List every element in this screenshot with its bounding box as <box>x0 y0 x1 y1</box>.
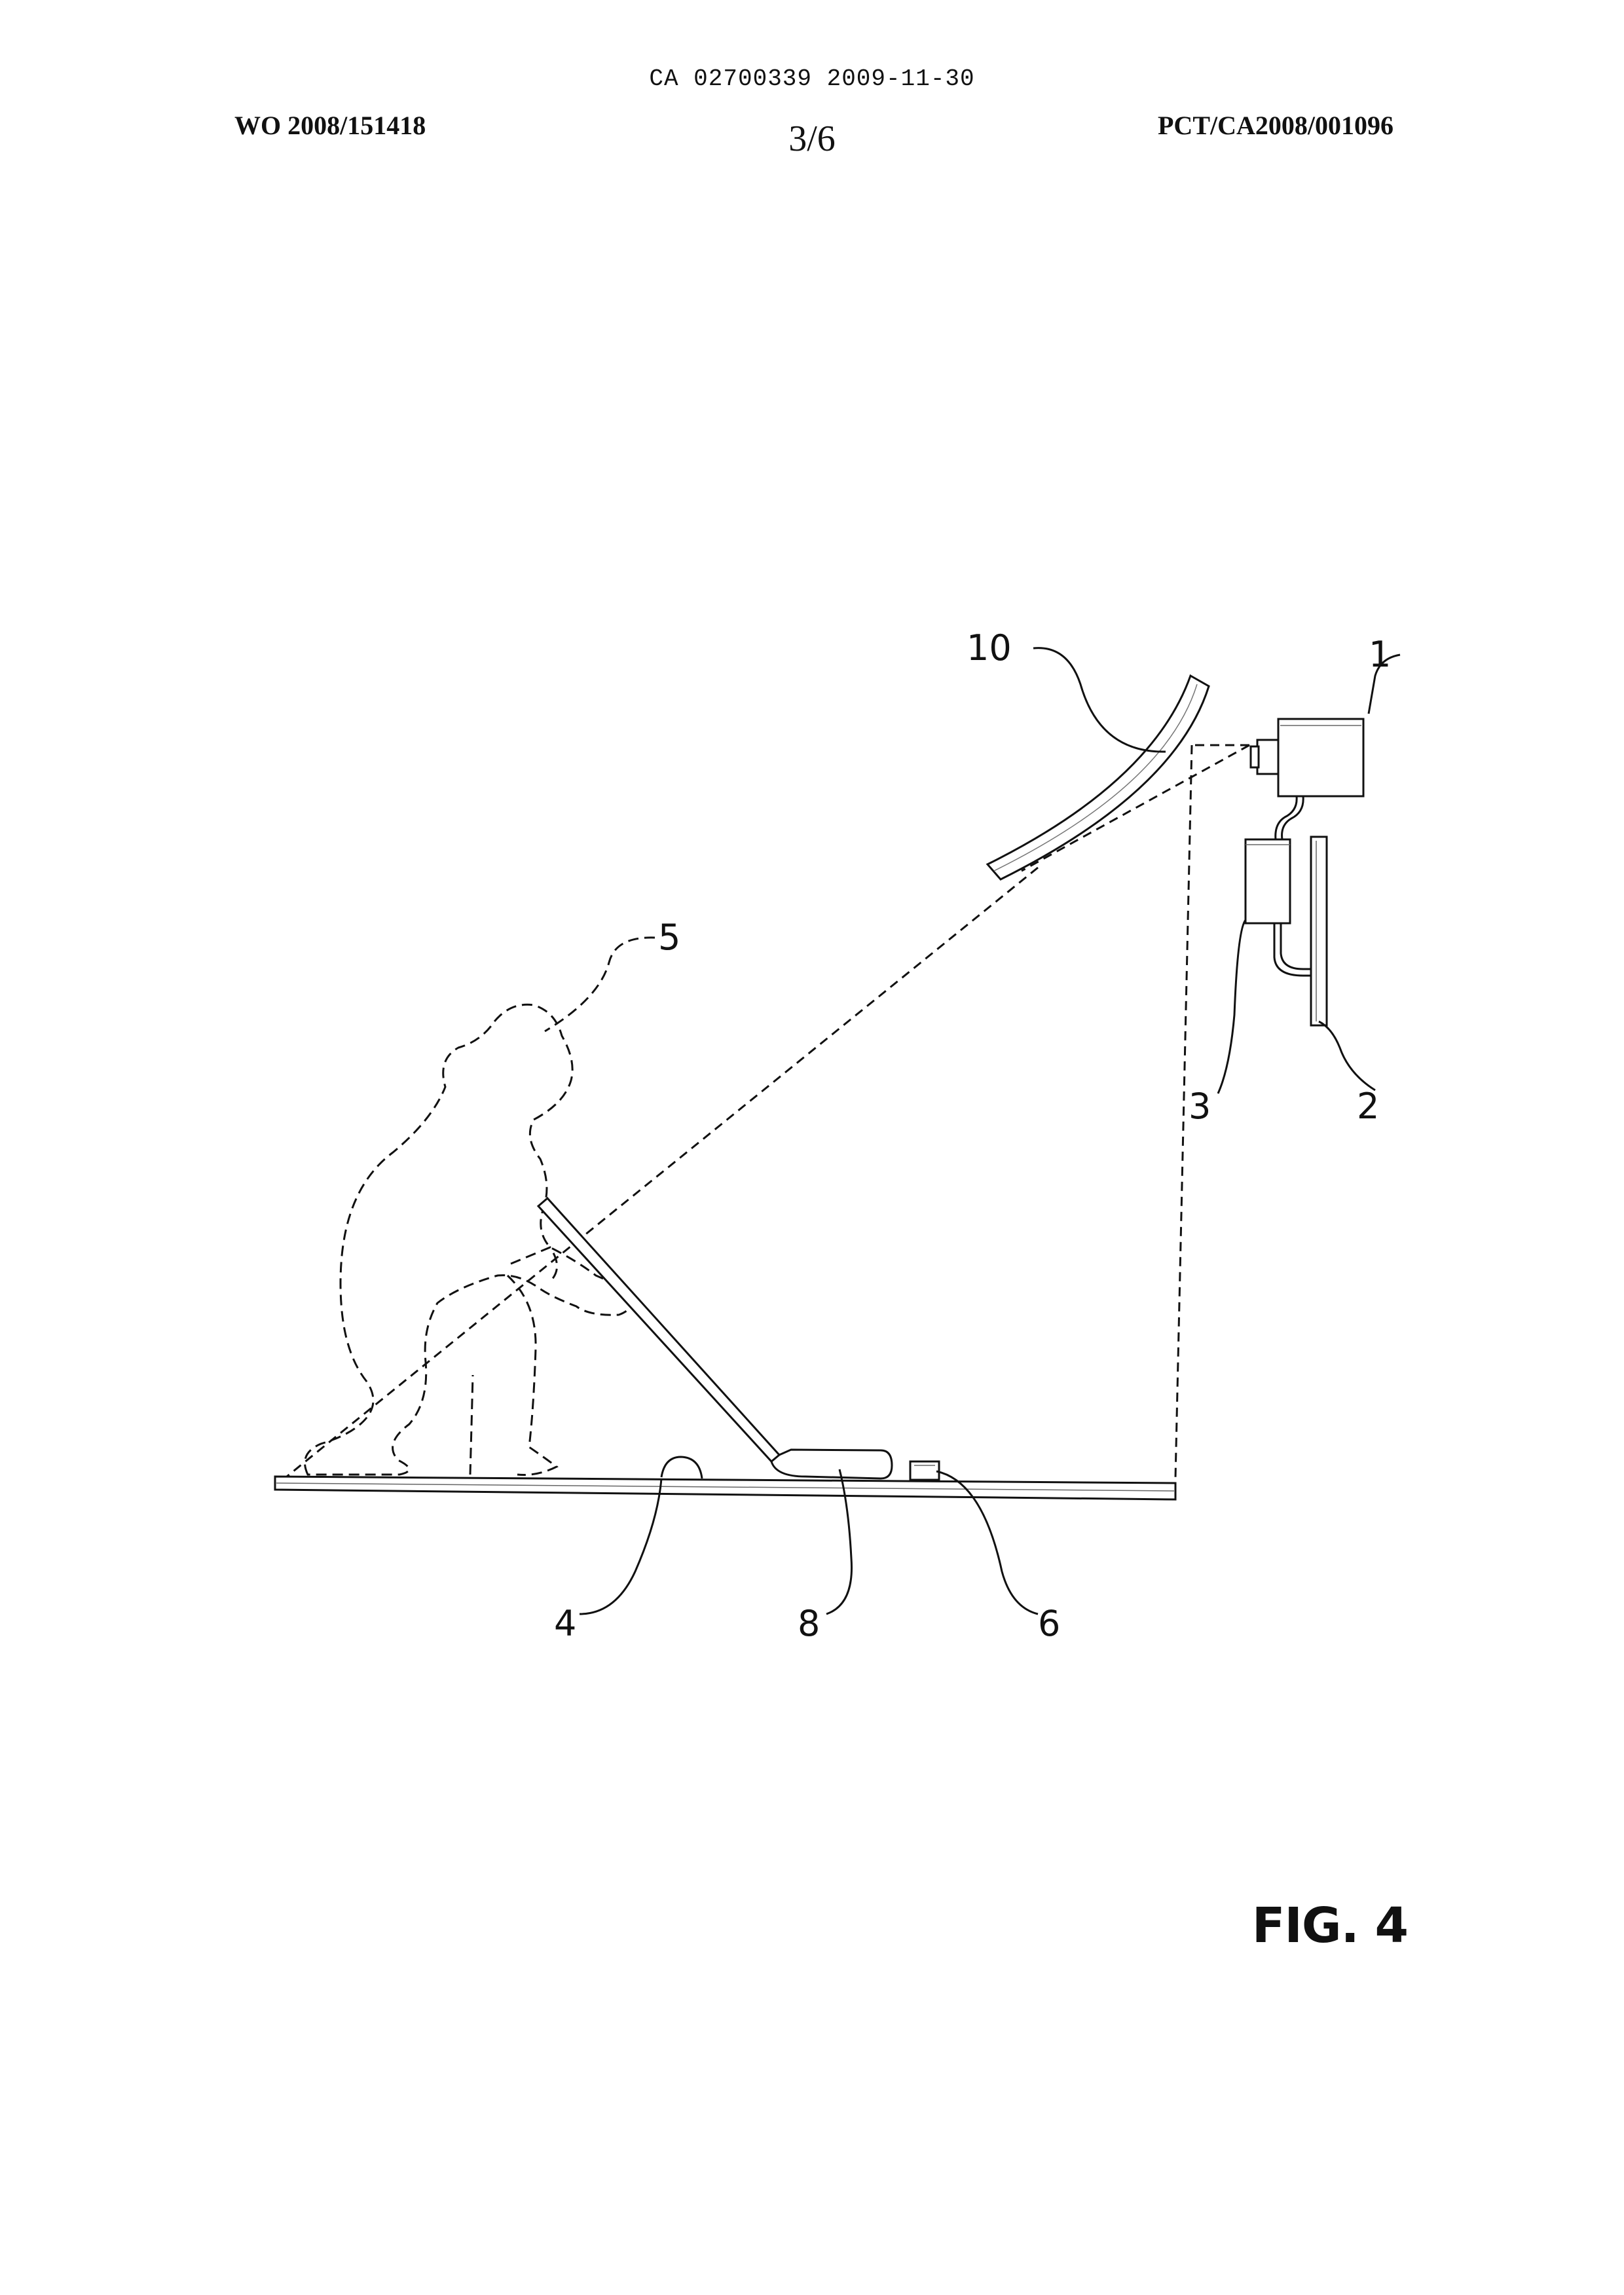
curved-mirror <box>987 676 1209 879</box>
ref-numeral-4: 4 <box>554 1603 576 1644</box>
figure-label: FIG. 4 <box>1252 1898 1408 1954</box>
hockey-stick <box>538 1198 892 1478</box>
leader-4 <box>580 1478 661 1614</box>
sensor-6 <box>910 1461 939 1480</box>
controller-box <box>1246 839 1290 923</box>
puck-4 <box>661 1457 702 1478</box>
leader-5 <box>545 938 655 1031</box>
cable-controller-monitor <box>1274 923 1311 976</box>
ref-numeral-2: 2 <box>1357 1086 1379 1127</box>
projector <box>1251 719 1363 796</box>
leader-3 <box>1218 920 1246 1093</box>
projection-lines <box>287 745 1249 1478</box>
ref-numeral-3: 3 <box>1189 1086 1211 1127</box>
ref-numeral-8: 8 <box>798 1603 820 1644</box>
ref-numeral-10: 10 <box>967 627 1012 669</box>
ref-numeral-6: 6 <box>1038 1603 1060 1644</box>
monitor-panel <box>1311 837 1327 1025</box>
leader-10 <box>1033 648 1166 752</box>
ref-numeral-5: 5 <box>658 917 680 958</box>
leader-2 <box>1319 1021 1375 1090</box>
floor-mat <box>275 1477 1175 1499</box>
cable-projector-controller <box>1276 796 1303 839</box>
ref-numeral-1: 1 <box>1369 634 1391 675</box>
